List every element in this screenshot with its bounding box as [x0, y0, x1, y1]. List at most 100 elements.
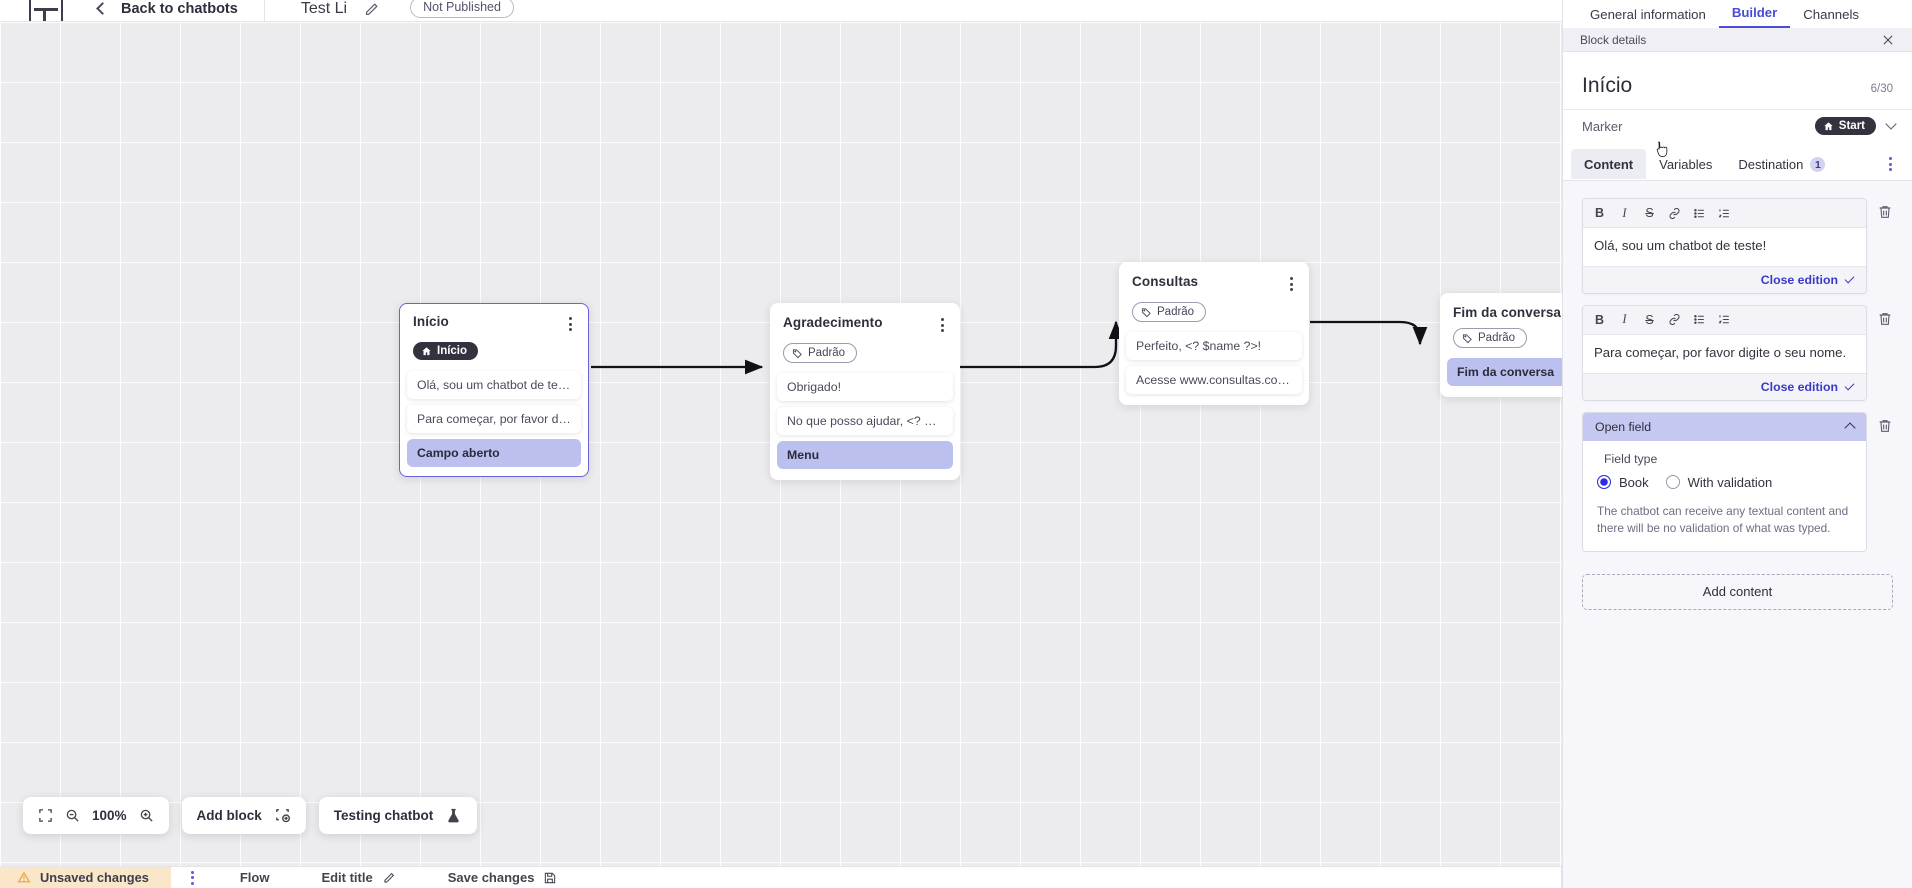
flask-icon [445, 807, 462, 825]
marker-value-group[interactable]: Start [1814, 117, 1897, 135]
radio-dot-icon [1597, 475, 1611, 490]
editor-text-value[interactable]: Para começar, por favor digite o seu nom… [1583, 334, 1866, 373]
node-name-heading[interactable]: Início [1582, 74, 1633, 97]
marker-row: Marker Start [1563, 109, 1912, 148]
field-type-radio-group: Book With validation [1597, 475, 1852, 490]
check-icon [1844, 273, 1855, 284]
node-title: Agradecimento [783, 315, 883, 330]
block-details-header: Block details [1563, 28, 1912, 52]
open-field-body: Field type Book With validation The [1583, 441, 1866, 551]
chevron-up-icon[interactable] [1844, 422, 1856, 434]
node-row[interactable]: Para começar, por favor digite o ... [407, 404, 581, 433]
delete-block-icon[interactable] [1877, 417, 1893, 435]
save-changes-button[interactable]: Save changes [422, 870, 584, 885]
node-row[interactable]: Campo aberto [407, 438, 581, 467]
tab-destination[interactable]: Destination 1 [1725, 149, 1838, 179]
tab-variables[interactable]: Variables [1646, 149, 1725, 179]
bullet-list-icon[interactable] [1687, 203, 1712, 223]
delete-block-icon[interactable] [1877, 203, 1893, 221]
content-more-menu-icon[interactable] [1883, 153, 1898, 175]
flow-node-agradecimento[interactable]: Agradecimento Padrão Obrigado! No que po… [770, 303, 960, 480]
testing-chatbot-label: Testing chatbot [333, 808, 434, 823]
node-tag-label: Padrão [1478, 332, 1516, 344]
fit-to-screen-icon[interactable] [38, 808, 53, 823]
zoom-in-icon[interactable] [139, 808, 154, 823]
close-edition-button[interactable]: Close edition [1583, 265, 1866, 293]
flow-canvas[interactable]: Início Início Olá, sou um chatbot de tes… [0, 22, 1562, 866]
node-tag-badge[interactable]: Padrão [1453, 328, 1528, 348]
node-header: Agradecimento [770, 315, 960, 335]
open-field-description: The chatbot can receive any textual cont… [1597, 503, 1849, 535]
testing-chatbot-button[interactable]: Testing chatbot [318, 797, 478, 834]
node-row[interactable]: Menu [777, 440, 953, 469]
tab-content[interactable]: Content [1571, 149, 1647, 179]
node-tag-row: Padrão [1440, 320, 1562, 349]
tab-general-information[interactable]: General information [1590, 7, 1706, 22]
marker-badge[interactable]: Start [1814, 117, 1876, 135]
tab-content-label: Content [1584, 157, 1634, 172]
bold-icon[interactable]: B [1594, 206, 1605, 220]
numbered-list-icon[interactable] [1712, 203, 1737, 223]
italic-icon[interactable]: I [1622, 205, 1627, 220]
block-details-panel: General information Builder Channels Blo… [1562, 0, 1912, 888]
flow-node-inicio[interactable]: Início Início Olá, sou um chatbot de tes… [399, 303, 589, 478]
numbered-list-icon[interactable] [1712, 310, 1737, 330]
delete-block-icon[interactable] [1877, 310, 1893, 328]
flow-node-fim-da-conversa[interactable]: Fim da conversa Padrão Fim da conversa [1440, 293, 1562, 397]
chevron-down-icon[interactable] [1885, 118, 1897, 130]
add-block-button[interactable]: Add block [181, 797, 306, 834]
tab-variables-label: Variables [1659, 157, 1713, 172]
node-tag-badge[interactable]: Padrão [783, 343, 858, 363]
marker-label: Marker [1582, 118, 1623, 134]
node-title: Consultas [1132, 274, 1199, 289]
close-icon[interactable] [1881, 33, 1895, 47]
edit-title-button[interactable]: Edit title [295, 870, 421, 885]
radio-label: Book [1619, 474, 1649, 490]
node-menu-icon[interactable] [939, 315, 946, 335]
status-menu-icon[interactable] [171, 870, 214, 885]
flow-node-consultas[interactable]: Consultas Padrão Perfeito, <? $name ?>! … [1119, 262, 1309, 405]
add-content-button[interactable]: Add content [1582, 573, 1893, 610]
link-icon[interactable] [1662, 203, 1687, 223]
radio-option-book[interactable]: Book [1597, 475, 1649, 490]
tab-channels[interactable]: Channels [1803, 7, 1859, 22]
node-row[interactable]: Olá, sou um chatbot de teste! [407, 370, 581, 399]
publish-status-badge: Not Published [410, 0, 514, 18]
link-icon[interactable] [1662, 310, 1687, 330]
strikethrough-icon[interactable]: S [1645, 206, 1654, 220]
add-content-label: Add content [1702, 584, 1773, 600]
tab-builder[interactable]: Builder [1718, 5, 1791, 28]
node-header: Consultas [1119, 274, 1309, 294]
toolbar-divider [263, 0, 265, 21]
flow-button[interactable]: Flow [214, 870, 296, 885]
italic-icon[interactable]: I [1622, 312, 1627, 327]
node-header: Início [400, 314, 588, 334]
node-row[interactable]: Acesse www.consultas.com par... [1126, 365, 1302, 394]
node-tag-badge[interactable]: Início [413, 342, 479, 361]
node-row[interactable]: Perfeito, <? $name ?>! [1126, 331, 1302, 360]
node-menu-icon[interactable] [567, 314, 574, 334]
node-tag-badge[interactable]: Padrão [1132, 302, 1207, 322]
node-row[interactable]: Obrigado! [777, 372, 953, 401]
editor-text-value[interactable]: Olá, sou um chatbot de teste! [1583, 228, 1866, 266]
open-field-header[interactable]: Open field [1583, 412, 1866, 441]
strikethrough-icon[interactable]: S [1645, 312, 1654, 327]
product-logo[interactable] [0, 0, 92, 21]
node-row[interactable]: Fim da conversa [1447, 357, 1562, 386]
tag-icon [1462, 333, 1472, 343]
close-edition-button[interactable]: Close edition [1583, 372, 1866, 400]
content-tab-bar: Content Variables Destination 1 [1563, 148, 1912, 181]
bullet-list-icon[interactable] [1687, 310, 1712, 330]
rich-text-editor[interactable]: B I S [1582, 198, 1867, 294]
node-menu-icon[interactable] [1288, 274, 1295, 294]
node-title: Fim da conversa [1453, 305, 1562, 320]
edit-pencil-icon[interactable] [363, 1, 380, 18]
back-to-chatbots-button[interactable]: Back to chatbots [92, 0, 264, 21]
pencil-icon [384, 872, 394, 883]
zoom-out-icon[interactable] [65, 808, 80, 823]
check-icon [1844, 380, 1855, 391]
node-row[interactable]: No que posso ajudar, <? $name ... [777, 406, 953, 435]
bold-icon[interactable]: B [1594, 312, 1605, 327]
radio-option-with-validation[interactable]: With validation [1665, 475, 1772, 490]
rich-text-editor[interactable]: B I S [1582, 304, 1867, 401]
